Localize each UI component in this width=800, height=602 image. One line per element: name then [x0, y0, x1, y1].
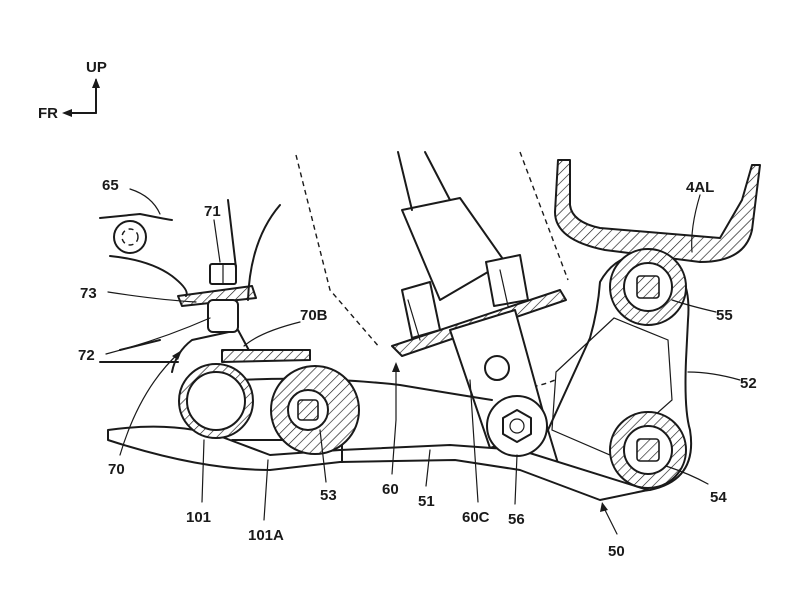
- leader-73: [107, 291, 197, 303]
- pivot-53-pin: [297, 399, 319, 421]
- mount-65-boss: [113, 220, 147, 254]
- bracket-60-left-ear: [401, 281, 441, 339]
- label-60: 60: [382, 481, 399, 498]
- label-53: 53: [320, 487, 337, 504]
- pivot-54: [609, 411, 687, 489]
- label-65: 65: [102, 177, 119, 194]
- label-4AL: 4AL: [686, 179, 714, 196]
- tube-right-edge: [424, 151, 451, 201]
- leader-71: [213, 219, 221, 263]
- bolt-56-hex: [502, 409, 532, 443]
- label-72: 72: [78, 347, 95, 364]
- leader-50: [603, 507, 618, 535]
- phantom-line-left: [295, 154, 381, 349]
- label-101: 101: [186, 509, 211, 526]
- frame-upper-line: [99, 213, 173, 221]
- leader-50-arrowhead: [600, 502, 608, 512]
- bracket-70B-plate: [221, 349, 311, 363]
- mount-65-hole: [121, 228, 139, 246]
- washer-73: [177, 285, 257, 307]
- leader-70: [119, 351, 181, 456]
- leader-51: [425, 449, 431, 487]
- leader-56: [514, 454, 518, 505]
- leader-54: [665, 465, 709, 485]
- label-51: 51: [418, 493, 435, 510]
- phantom-line-right: [519, 151, 569, 281]
- label-56: 56: [508, 511, 525, 528]
- label-60C: 60C: [462, 509, 490, 526]
- leader-60-arrowhead: [392, 362, 400, 372]
- frame-4AL: [554, 159, 761, 263]
- leader-72: [105, 317, 211, 355]
- link-52-recess: [551, 317, 673, 456]
- bracket-60: [391, 254, 567, 357]
- label-54: 54: [710, 489, 727, 506]
- bracket-60C-hole: [484, 355, 510, 381]
- label-70B: 70B: [300, 307, 328, 324]
- pivot-53: [270, 365, 360, 455]
- bolt-56: [486, 395, 548, 457]
- fastener-71: [177, 263, 257, 333]
- leader-60: [391, 369, 397, 475]
- leader-55: [671, 299, 717, 313]
- label-71: 71: [204, 203, 221, 220]
- leader-lines: [105, 188, 741, 535]
- label-70: 70: [108, 461, 125, 478]
- reference-labels: 65 71 73 72 70B 70 101 101A 53 60 51 60C…: [78, 177, 757, 560]
- pivot-54-pin: [636, 438, 660, 462]
- bolt-56-center: [509, 418, 525, 434]
- up-label: UP: [86, 59, 107, 76]
- ear-detail-right: [499, 269, 509, 307]
- leader-60C: [469, 379, 479, 503]
- leader-65: [129, 188, 161, 215]
- frame-lower-curve: [109, 255, 188, 297]
- up-arrowhead: [92, 78, 100, 88]
- tube-101: [178, 363, 254, 439]
- frame-4AL-section: [554, 159, 761, 263]
- leader-70-arrowhead: [172, 350, 182, 360]
- label-52: 52: [740, 375, 757, 392]
- frame-pipe: [227, 199, 237, 269]
- arm-51-lower-body: [107, 425, 649, 501]
- leader-101: [201, 439, 205, 503]
- tube-left-edge: [397, 151, 413, 211]
- label-73: 73: [80, 285, 97, 302]
- pivot-55: [609, 248, 687, 326]
- leader-53: [319, 429, 327, 483]
- leader-101A: [263, 459, 269, 521]
- leader-70B: [243, 321, 301, 347]
- pivot-55-pin: [636, 275, 660, 299]
- leader-4AL: [691, 194, 701, 253]
- leader-52: [687, 371, 741, 381]
- label-55: 55: [716, 307, 733, 324]
- frame-left: [99, 199, 281, 363]
- clamp-70: [171, 329, 311, 373]
- label-101A: 101A: [248, 527, 284, 544]
- label-50: 50: [608, 543, 625, 560]
- front-label: FR: [38, 105, 58, 122]
- front-arrowhead: [62, 109, 72, 117]
- grommet-72: [207, 299, 239, 333]
- tube-101-bore: [186, 371, 246, 431]
- orientation-indicator: UP FR: [38, 59, 107, 122]
- frame-curve-right: [247, 204, 281, 301]
- bracket-60-right-ear: [485, 254, 529, 307]
- ear-detail-left: [407, 299, 421, 341]
